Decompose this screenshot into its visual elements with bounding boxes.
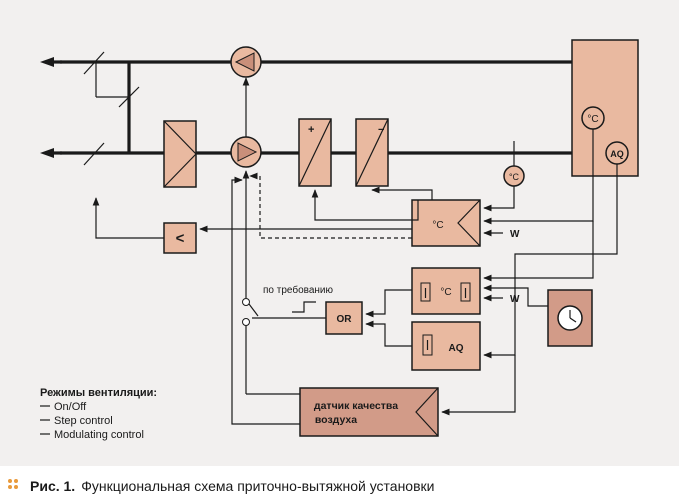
cooler-minus-label: −	[378, 124, 384, 136]
heater-plus-label: +	[308, 124, 314, 136]
caption-bullet-icon	[8, 479, 22, 493]
signal-lines: W W по требованию	[92, 129, 618, 425]
heat-exchanger	[163, 120, 197, 188]
heater-coil: +	[298, 118, 332, 187]
min-selector: <	[163, 222, 197, 254]
air-quality-sensor-block: датчик качества воздуха	[299, 387, 439, 437]
supply-fan	[230, 136, 262, 168]
exhaust-fan	[230, 46, 262, 78]
timer-clock	[547, 289, 593, 347]
aq-block-line-1: датчик качества	[314, 400, 398, 412]
room-temp-sensor-label: °C	[587, 114, 598, 125]
or-gate-label: OR	[337, 314, 353, 325]
temperature-controller: °C	[411, 199, 481, 247]
air-quality-sensor-label: AQ	[610, 149, 624, 159]
temperature-controller-label: °C	[432, 220, 443, 231]
min-selector-label: <	[176, 230, 185, 247]
legend-title: Режимы вентиляции:	[40, 387, 157, 399]
cooler-coil: −	[355, 118, 389, 187]
exhaust-duct	[40, 57, 572, 67]
weather-input-1: W	[510, 229, 520, 240]
step-aq-controller: AQ	[411, 321, 481, 371]
duct-temp-sensor: °C	[503, 141, 525, 187]
figure-caption: Рис. 1. Функциональная схема приточно-вы…	[8, 474, 673, 498]
dampers	[83, 51, 140, 166]
step-aq-controller-label: AQ	[449, 343, 464, 354]
aq-block-line-2: воздуха	[315, 414, 357, 426]
or-gate: OR	[325, 301, 363, 335]
legend-item-modulating: Modulating control	[54, 429, 144, 441]
caption-label: Рис. 1.	[30, 478, 76, 494]
legend-item-onoff: On/Off	[54, 401, 87, 413]
step-temp-controller-label: °C	[440, 287, 451, 298]
caption-text: Функциональная схема приточно-вытяжной у…	[81, 478, 435, 494]
legend: Режимы вентиляции: On/Off Step control M…	[40, 387, 157, 441]
on-demand-label: по требованию	[263, 284, 334, 296]
ventilation-diagram: + − °C AQ °C °C < °C	[40, 39, 639, 441]
step-temp-controller: °C	[411, 267, 481, 315]
legend-item-step: Step control	[54, 415, 113, 427]
room: °C AQ	[571, 39, 639, 177]
duct-temp-sensor-label: °C	[509, 172, 520, 182]
